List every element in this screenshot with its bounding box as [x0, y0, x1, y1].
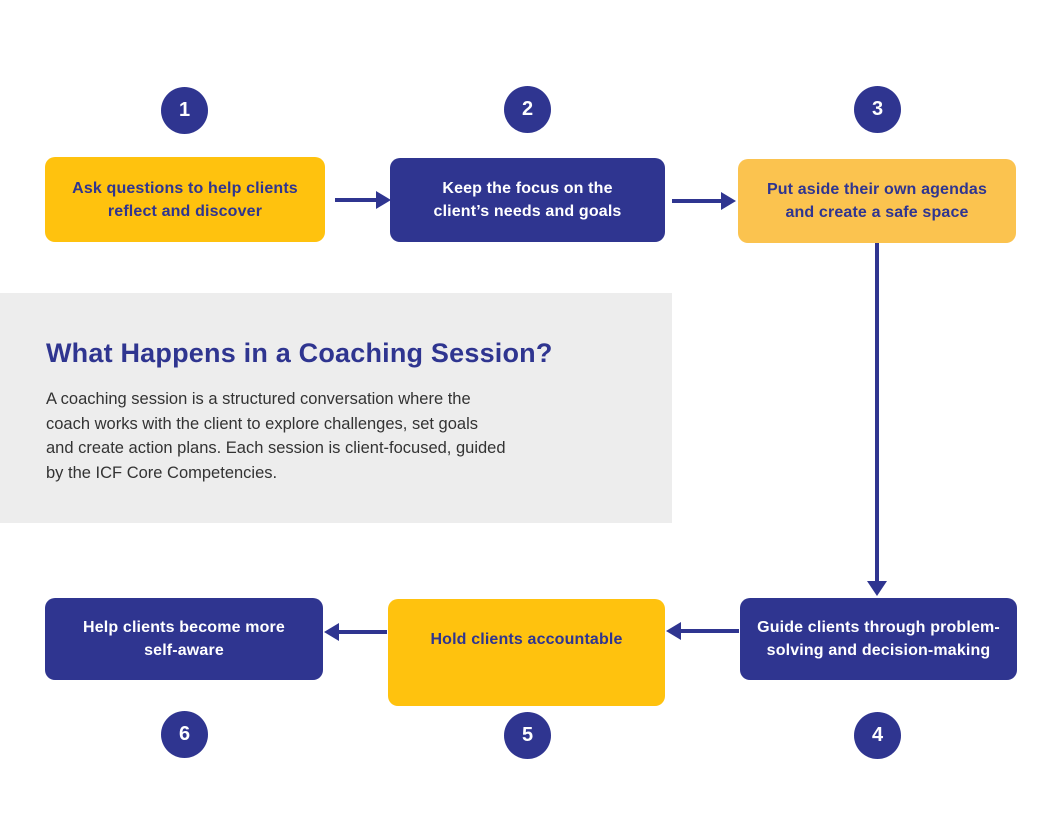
step-3-number: 3: [871, 98, 884, 120]
intro-paragraph: A coaching session is a structured conve…: [46, 387, 636, 485]
step-5-label-line: Hold clients accountable: [430, 631, 623, 648]
step-6-label-line: Help clients become more: [83, 619, 285, 636]
step-6-number-badge: 6: [161, 711, 208, 758]
step-6-label-line: self-aware: [144, 642, 224, 659]
arrow-1-to-2-head-icon: [376, 191, 391, 209]
page-title: What Happens in a Coaching Session?: [46, 338, 553, 368]
step-3-box: Put aside their own agendas and create a…: [738, 159, 1016, 243]
intro-paragraph-line: coach works with the client to explore c…: [46, 414, 478, 433]
step-4-number-badge: 4: [854, 712, 901, 759]
step-4-box: Guide clients through problem- solving a…: [740, 598, 1017, 680]
step-6-number: 6: [178, 723, 191, 745]
step-1-label-line: reflect and discover: [107, 202, 263, 220]
arrow-2-to-3-head-icon: [721, 192, 736, 210]
intro-paragraph-line: A coaching session is a structured conve…: [46, 390, 471, 408]
intro-paragraph-line: by the ICF Core Competencies.: [46, 463, 278, 482]
step-2-label-line: client’s needs and goals: [433, 203, 622, 220]
step-1-label-line: Ask questions to help clients: [72, 179, 298, 197]
arrow-5-to-6-line: [338, 630, 387, 634]
step-2-number: 2: [521, 98, 534, 120]
info-panel: [0, 293, 672, 523]
step-5-box: Hold clients accountable: [388, 599, 665, 706]
arrow-2-to-3-line: [672, 199, 722, 203]
step-4-label-line: Guide clients through problem-: [757, 619, 1000, 636]
step-2-label-line: Keep the focus on the: [442, 180, 613, 197]
step-5-number-badge: 5: [504, 712, 551, 759]
arrow-4-to-5-line: [680, 629, 739, 633]
step-4-label-line: solving and decision-making: [766, 642, 991, 659]
step-2-number-badge: 2: [504, 86, 551, 133]
arrow-3-to-4-line: [875, 243, 879, 583]
intro-paragraph-line: and create action plans. Each session is…: [46, 439, 506, 457]
step-3-label-line: Put aside their own agendas: [766, 181, 988, 198]
step-6-box: Help clients become more self-aware: [45, 598, 323, 680]
step-4-number: 4: [871, 724, 884, 746]
step-5-number: 5: [521, 724, 534, 746]
step-3-label-line: and create a safe space: [785, 204, 969, 221]
step-3-number-badge: 3: [854, 86, 901, 133]
arrow-5-to-6-head-icon: [324, 623, 339, 641]
arrow-3-to-4-head-icon: [867, 581, 887, 596]
step-1-box: Ask questions to help clients reflect an…: [45, 157, 325, 242]
arrow-1-to-2-line: [335, 198, 377, 202]
step-1-number: 1: [178, 99, 191, 121]
step-2-box: Keep the focus on the client’s needs and…: [390, 158, 665, 242]
arrow-4-to-5-head-icon: [666, 622, 681, 640]
step-1-number-badge: 1: [161, 87, 208, 134]
